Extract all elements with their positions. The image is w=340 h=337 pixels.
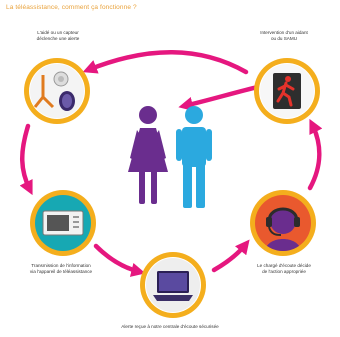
laptop-icon bbox=[146, 258, 200, 312]
arrow-left bbox=[19, 123, 33, 196]
teleassistance-device-icon bbox=[42, 210, 84, 236]
arrow-to-people bbox=[178, 83, 265, 112]
man-icon bbox=[176, 106, 212, 208]
step-intervention-node bbox=[254, 58, 320, 124]
step-decision-caption: Le chargé d'écoute décide de l'action ap… bbox=[257, 263, 311, 274]
arrow-left-bottom bbox=[93, 243, 146, 277]
step-transmission-caption: Transmission de l'information via l'appa… bbox=[29, 263, 93, 274]
step-intervention-caption: Intervention d'un aidant ou du SAMU bbox=[260, 30, 308, 41]
arrow-right-bottom bbox=[211, 239, 250, 273]
people-illustration bbox=[128, 106, 212, 208]
woman-icon bbox=[128, 106, 168, 204]
step-reception-caption: Alerte reçue à notre centrale d'écoute s… bbox=[121, 324, 219, 329]
headset-operator-icon bbox=[265, 207, 301, 251]
step-alert-caption: L'aidé ou un capteur déclenche une alert… bbox=[36, 30, 80, 41]
step-transmission-node bbox=[30, 190, 96, 256]
arrow-top bbox=[82, 50, 249, 75]
step-reception-node bbox=[140, 252, 206, 318]
arrow-right bbox=[307, 118, 323, 191]
step-decision-node bbox=[250, 190, 316, 256]
page-title: La téléassistance, comment ça fonctionne… bbox=[6, 4, 137, 11]
step-alert-node bbox=[24, 58, 90, 124]
alarm-pendant-icon bbox=[30, 64, 84, 118]
running-person-icon bbox=[260, 64, 314, 118]
